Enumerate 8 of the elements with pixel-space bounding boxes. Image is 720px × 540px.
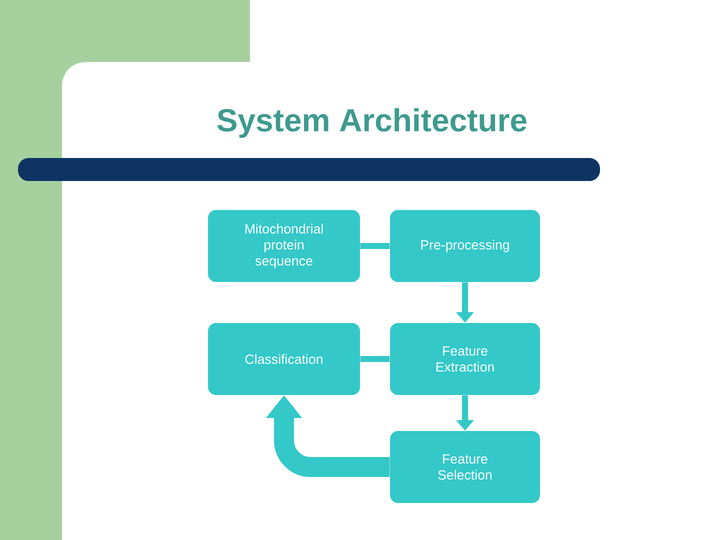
process-box: Feature Extraction [390,323,540,395]
title: System Architecture [217,108,526,138]
process-box: Mitochondrial protein sequence [208,210,360,282]
process-box: Feature Selection [390,431,540,503]
process-box: Pre-processing [390,210,540,282]
connector-line [360,243,390,249]
connector-line [360,356,390,362]
process-box: Classification [208,323,360,395]
